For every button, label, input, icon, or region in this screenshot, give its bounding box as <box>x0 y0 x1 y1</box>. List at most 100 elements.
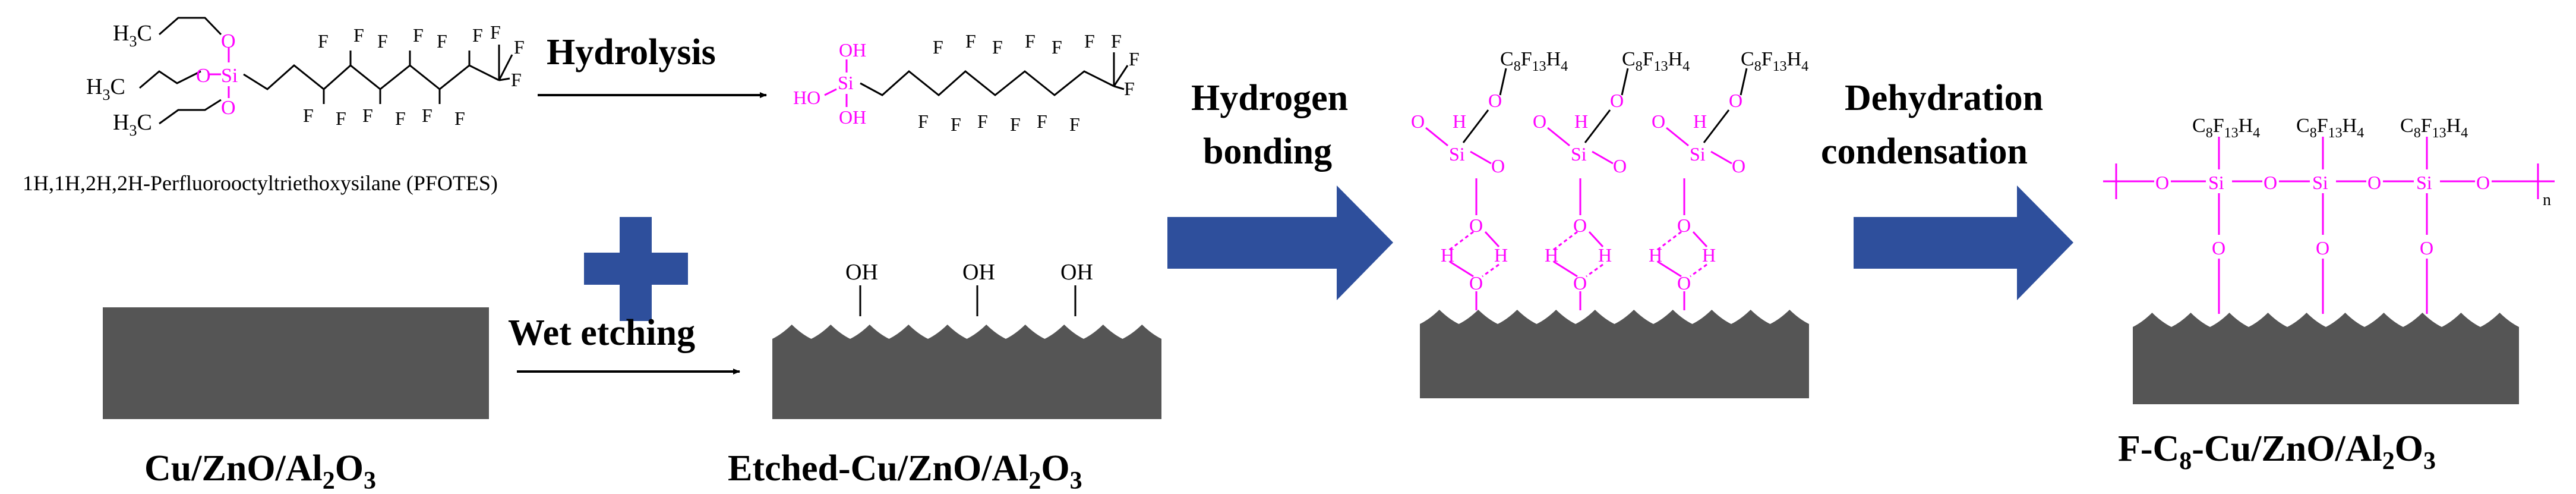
h-atom: H <box>1574 111 1588 132</box>
o-atom: O <box>1469 215 1483 236</box>
o-atom-bg <box>2154 171 2171 191</box>
f-atom: F <box>472 24 483 46</box>
f-atom: F <box>1124 78 1135 99</box>
o-atom: O <box>1677 215 1691 236</box>
h3c-label: H3C <box>86 74 125 103</box>
f-atom: F <box>454 108 465 129</box>
f-atom: F <box>318 30 329 52</box>
f-atom: F <box>490 21 501 43</box>
f-atom: F <box>951 114 961 135</box>
f-atom: F <box>1129 48 1139 70</box>
h-atom: H <box>1494 244 1508 266</box>
bond <box>1740 68 1748 96</box>
f-atom: F <box>933 36 943 58</box>
etched-substrate <box>772 325 1161 419</box>
bond <box>1710 150 1732 165</box>
o-atom: O <box>1488 90 1502 111</box>
bond <box>1470 150 1492 165</box>
si-atom: Si <box>1449 143 1465 165</box>
repeat-unit-n: n <box>2543 191 2551 209</box>
oh-group: OH <box>839 106 866 128</box>
bond <box>1484 231 1500 248</box>
f-atom: F <box>1069 114 1080 135</box>
o-atom: O <box>1613 155 1627 177</box>
bond <box>1425 127 1448 147</box>
cf3-bonds <box>498 45 513 81</box>
o-atom: O <box>1729 90 1742 111</box>
ho-group: HO <box>793 87 820 108</box>
o-atom: O <box>2420 237 2433 259</box>
bond <box>1666 127 1689 147</box>
si-atom: Si <box>1690 143 1706 165</box>
si-o-bonds <box>208 48 230 98</box>
f-atom: F <box>1111 30 1122 52</box>
cu-zno-al2o3-substrate <box>103 307 489 419</box>
h3c-label: H3C <box>113 21 152 50</box>
f-atom: F <box>395 108 406 129</box>
bonding-label: bonding <box>1203 131 1332 172</box>
condensation-label: condensation <box>1821 131 2028 172</box>
si-atom: Si <box>2312 172 2328 193</box>
f-atom: F <box>303 105 314 126</box>
wet-etching-label: Wet etching <box>508 313 695 353</box>
bond <box>1553 260 1578 278</box>
o-atom: O <box>221 30 236 52</box>
f-atom: F <box>1052 36 1062 58</box>
pfotes-name: 1H,1H,2H,2H-Perfluorooctyltriethoxysilan… <box>23 171 498 195</box>
bond <box>1449 260 1474 278</box>
c8f13h4-label: C8F13H4 <box>2400 115 2468 141</box>
o-atom: O <box>1677 272 1691 294</box>
o-atom: O <box>2367 172 2381 193</box>
si-atom: Si <box>2208 172 2224 193</box>
bond <box>1621 68 1629 96</box>
o-atom-bg <box>2475 171 2492 191</box>
silanol-bonds <box>824 59 848 107</box>
cf3-bonds <box>1113 52 1129 90</box>
bond <box>1692 231 1708 248</box>
hydrogen-bond <box>1690 263 1707 278</box>
f-atom: F <box>1084 30 1095 52</box>
o-atom-bg <box>2262 171 2279 191</box>
plus-icon <box>584 217 688 321</box>
f-atom: F <box>1025 30 1036 52</box>
si-atom-bg <box>2206 170 2232 191</box>
o-atom: O <box>1533 111 1546 132</box>
hydrogen-bond <box>1449 231 1474 251</box>
bond <box>1657 260 1682 278</box>
f-atom: F <box>965 30 976 52</box>
o-atom: O <box>2155 172 2169 193</box>
o-atom: O <box>1652 111 1665 132</box>
f-atom: F <box>413 24 424 46</box>
c8f13h4-label: C8F13H4 <box>1500 48 1568 74</box>
bond <box>1592 150 1614 165</box>
bond <box>1703 109 1730 143</box>
hydrolysis-label: Hydrolysis <box>547 32 716 73</box>
c-f-bonds <box>323 51 471 104</box>
oh-group: OH <box>962 260 995 285</box>
o-atom: O <box>2316 237 2329 259</box>
f-atom: F <box>377 30 388 52</box>
f-atom: F <box>992 36 1003 58</box>
f-atom: F <box>511 69 522 90</box>
bond <box>1499 68 1507 96</box>
si-atom-bg <box>2310 170 2336 191</box>
o-atom-bg <box>2366 171 2383 191</box>
f-atom: F <box>422 105 433 126</box>
ethoxy-bonds <box>139 17 222 125</box>
oh-group: OH <box>845 260 878 285</box>
o-atom: O <box>221 97 236 119</box>
hydrogen-label: Hydrogen <box>1191 78 1348 118</box>
si-atom-bg <box>2414 170 2440 191</box>
final-substrate-label: F-C8-Cu/ZnO/Al2O3 <box>2118 429 2436 475</box>
f-atom: F <box>918 111 929 132</box>
carbon-chain <box>243 64 500 90</box>
o-atom: O <box>1469 272 1483 294</box>
f-atom: F <box>1010 114 1021 135</box>
